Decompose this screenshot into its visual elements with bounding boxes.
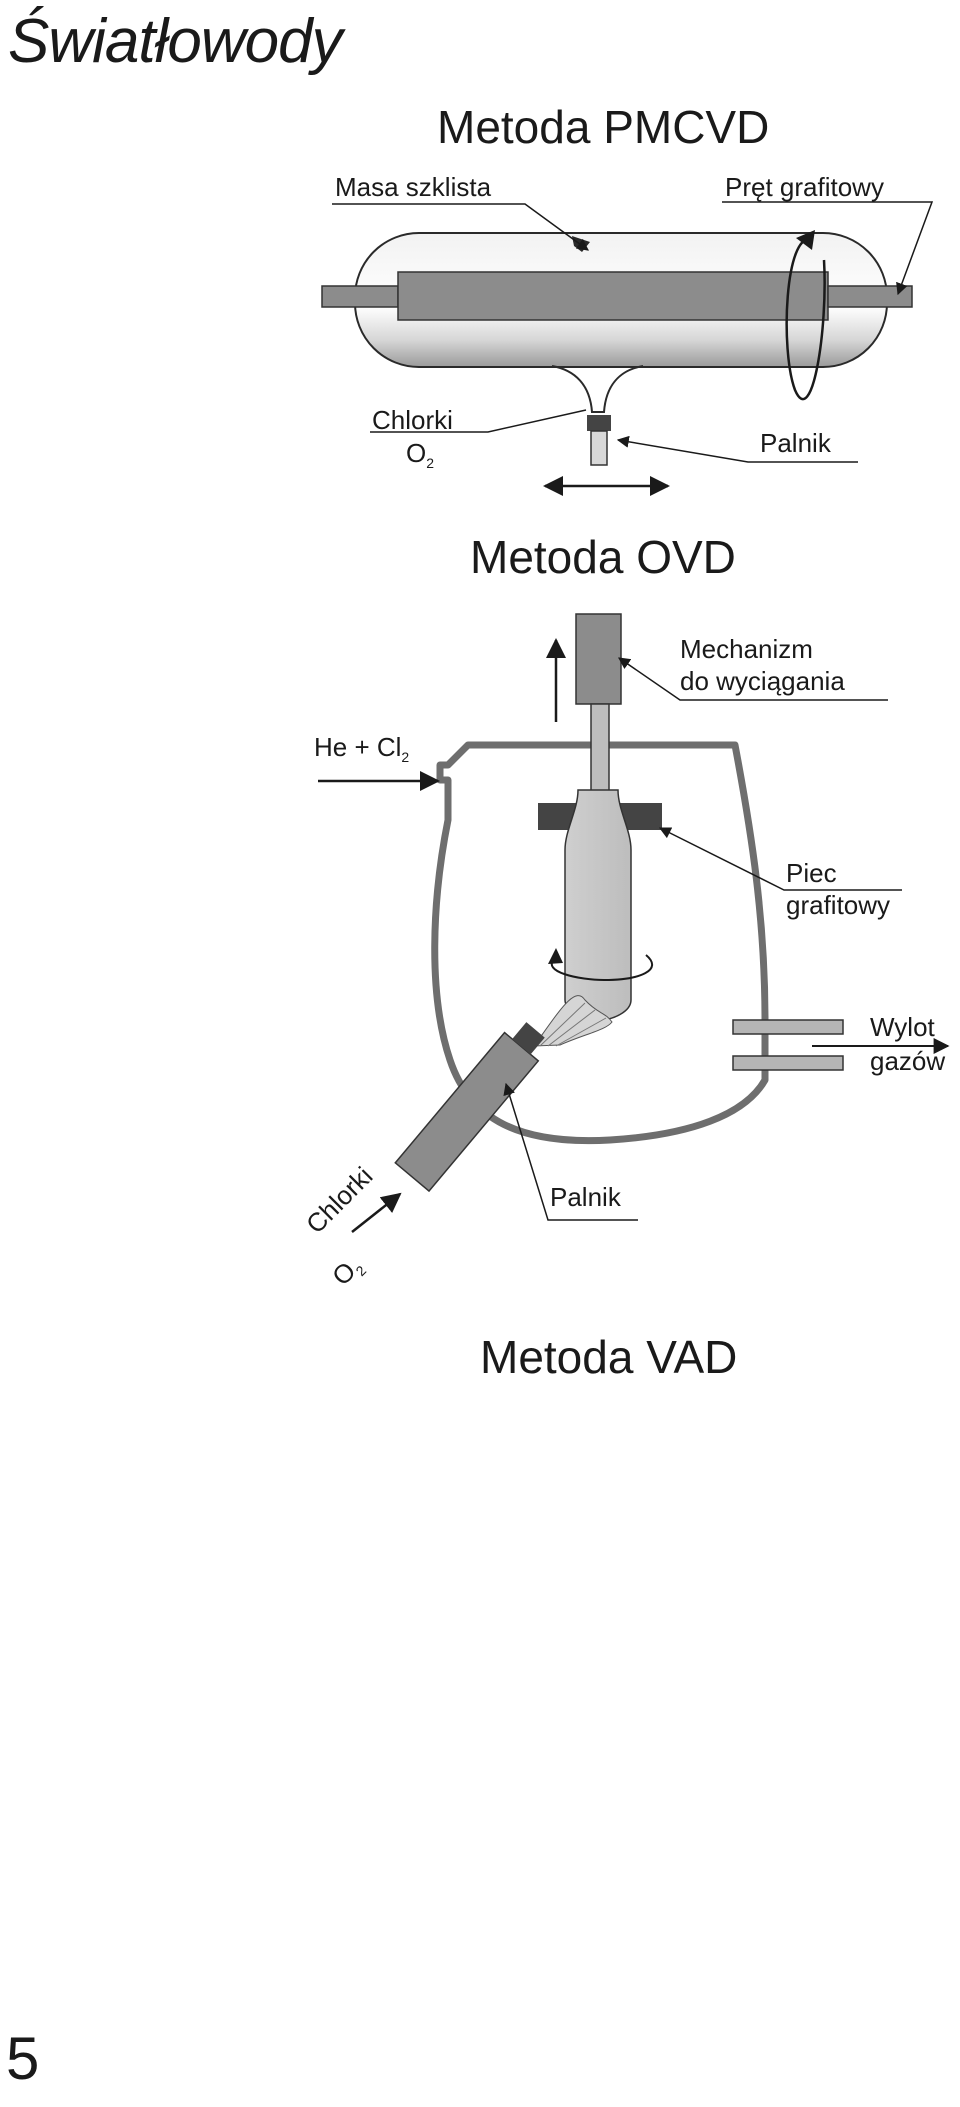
rotation-arrow [785,238,826,401]
leader-chlorides [370,409,587,433]
page-title: Światłowody [8,7,343,76]
pmcvd-torch [587,415,611,466]
label-mechanism-1: Mechanizm [680,634,813,664]
label-glass-mass: Masa szklista [335,172,492,202]
label-furnace-2: grafitowy [786,890,891,920]
page-number: 5 [6,2025,40,2092]
feed-arrow [351,1192,402,1233]
tube-outlet [551,365,644,413]
pmcvd-title: Metoda PMCVD [437,101,770,153]
label-mechanism-2: do wyciągania [680,666,845,696]
preform [564,789,632,1021]
leader-mechanism [618,657,888,701]
label-chlorides: Chlorki [372,405,453,435]
label-outlet-2: gazów [870,1046,946,1076]
vad-title: Metoda VAD [480,1331,738,1383]
ovd-title: Metoda OVD [470,531,736,583]
label-oxygen: O2 [406,438,435,472]
label-ovd-torch: Palnik [550,1182,621,1212]
label-furnace-1: Piec [786,858,837,888]
leader-glass [332,203,589,251]
gas-outlet-pipe [732,1019,844,1071]
leader-torch [616,435,858,463]
ovd-vessel [431,741,769,1145]
label-graphite-rod: Pręt grafitowy [725,172,884,202]
leader-furnace [658,827,902,891]
label-gas-inlet: He + Cl2 [314,732,410,766]
pulling-mechanism [575,613,622,705]
graphite-rod [321,271,913,321]
label-outlet-1: Wylot [870,1012,935,1042]
ovd-torch [394,1022,545,1193]
preform-shaft [590,703,610,801]
label-torch: Palnik [760,428,831,458]
preform-rotation [551,954,653,982]
leader-rod [722,201,934,296]
leader-ovd-torch [503,1082,638,1221]
